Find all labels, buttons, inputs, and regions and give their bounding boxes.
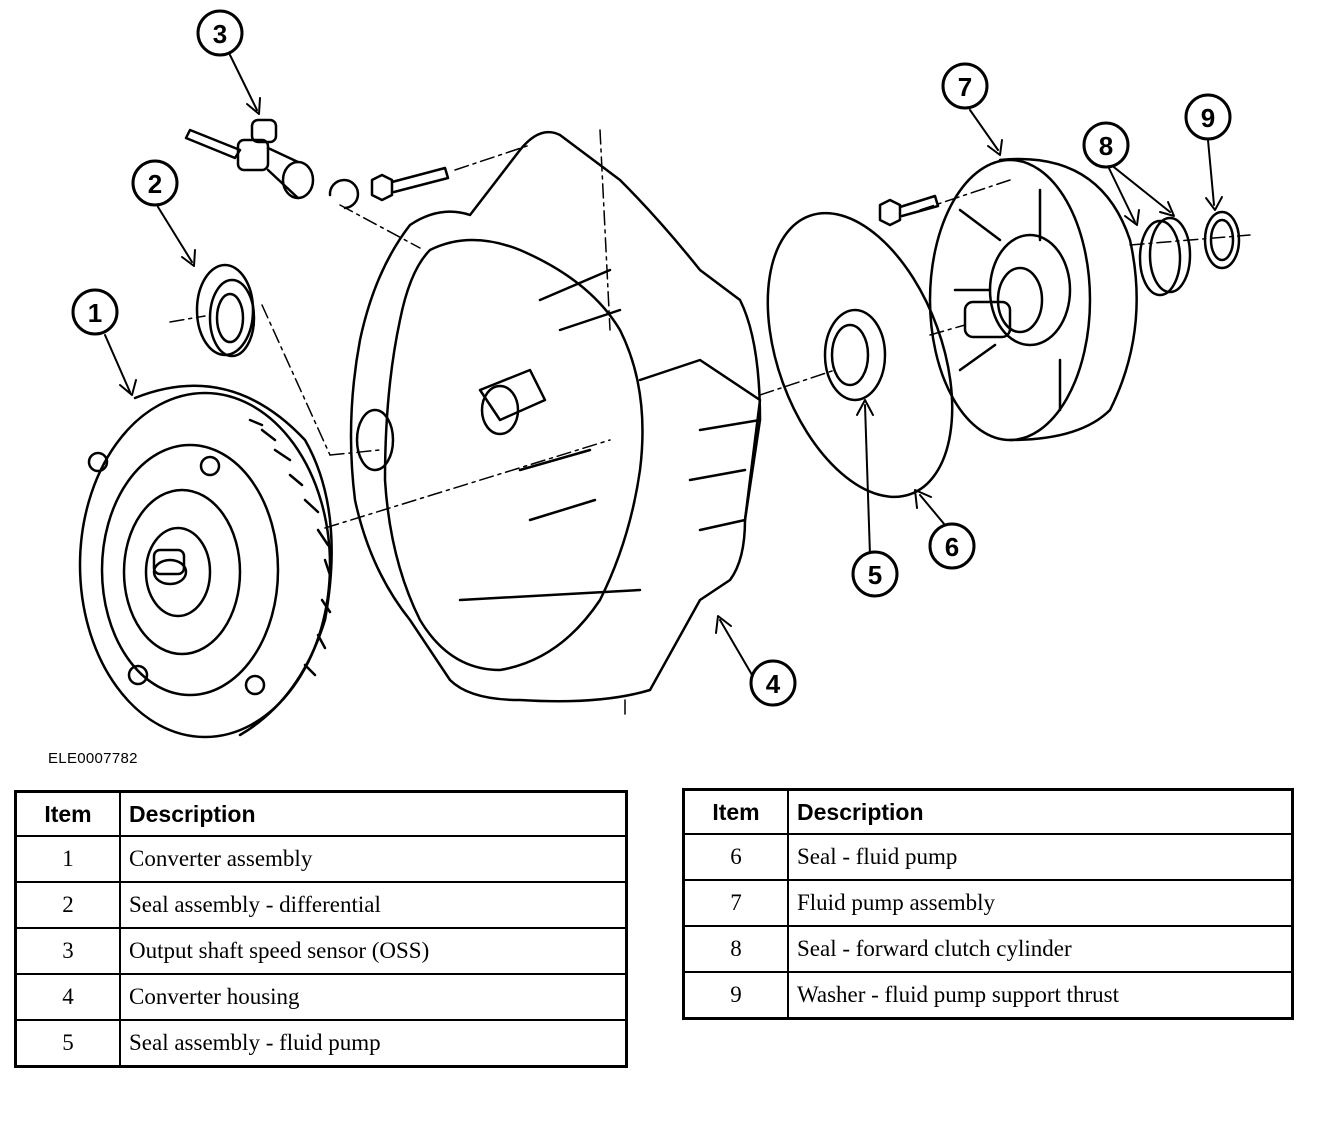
callout-9: 9 xyxy=(1184,93,1232,141)
svg-text:2: 2 xyxy=(148,169,162,199)
svg-text:7: 7 xyxy=(958,72,972,102)
svg-text:5: 5 xyxy=(868,560,882,590)
callout-8: 8 xyxy=(1082,121,1130,169)
item-number: 5 xyxy=(14,1019,121,1068)
item-number: 6 xyxy=(682,833,789,881)
fluid-pump-seal-drawing xyxy=(823,308,887,402)
svg-text:3: 3 xyxy=(213,19,227,49)
item-description: Seal - fluid pump xyxy=(787,833,1294,881)
item-number: 1 xyxy=(14,835,121,883)
converter-housing-drawing xyxy=(349,130,762,703)
thrust-washer-drawing xyxy=(1203,210,1241,270)
figure-id: ELE0007782 xyxy=(48,750,138,767)
exploded-view-diagram: 1 2 3 4 5 6 7 8 9 xyxy=(71,9,1251,739)
differential-seal-drawing xyxy=(195,263,256,358)
item-description: Converter assembly xyxy=(119,835,628,883)
item-number: 3 xyxy=(14,927,121,975)
item-number: 9 xyxy=(682,971,789,1020)
svg-text:6: 6 xyxy=(945,532,959,562)
callout-4: 4 xyxy=(749,659,797,707)
callout-3: 3 xyxy=(196,9,244,57)
callout-2: 2 xyxy=(131,159,179,207)
svg-text:9: 9 xyxy=(1201,103,1215,133)
item-description: Output shaft speed sensor (OSS) xyxy=(119,927,628,975)
item-header: Item xyxy=(14,790,121,837)
svg-text:1: 1 xyxy=(88,298,102,328)
item-number: 8 xyxy=(682,925,789,973)
item-description: Seal assembly - fluid pump xyxy=(119,1019,628,1068)
oss-sensor-drawing xyxy=(184,118,360,210)
table-header-row: Item Description xyxy=(682,788,1294,835)
item-number: 4 xyxy=(14,973,121,1021)
item-number: 7 xyxy=(682,879,789,927)
description-header: Description xyxy=(119,790,628,837)
callout-1: 1 xyxy=(71,288,119,336)
item-description: Seal - forward clutch cylinder xyxy=(787,925,1294,973)
item-header: Item xyxy=(682,788,789,835)
svg-text:8: 8 xyxy=(1099,131,1113,161)
center-lines xyxy=(169,129,1251,719)
svg-text:4: 4 xyxy=(766,669,781,699)
fluid-pump-drawing xyxy=(928,157,1138,442)
item-description: Seal assembly - differential xyxy=(119,881,628,929)
leader-lines xyxy=(104,54,1223,681)
fluid-pump-seal-ring xyxy=(766,211,954,499)
item-number: 2 xyxy=(14,881,121,929)
torque-converter-drawing xyxy=(78,384,333,739)
callout-6: 6 xyxy=(928,522,976,570)
forward-clutch-seal-drawing xyxy=(1138,216,1192,297)
description-header: Description xyxy=(787,788,1294,835)
item-description: Converter housing xyxy=(119,973,628,1021)
table-header-row: Item Description xyxy=(14,790,628,837)
callout-5: 5 xyxy=(851,550,899,598)
bolts-drawing xyxy=(370,166,940,227)
item-description: Fluid pump assembly xyxy=(787,879,1294,927)
item-description: Washer - fluid pump support thrust xyxy=(787,971,1294,1020)
callout-7: 7 xyxy=(941,62,989,110)
